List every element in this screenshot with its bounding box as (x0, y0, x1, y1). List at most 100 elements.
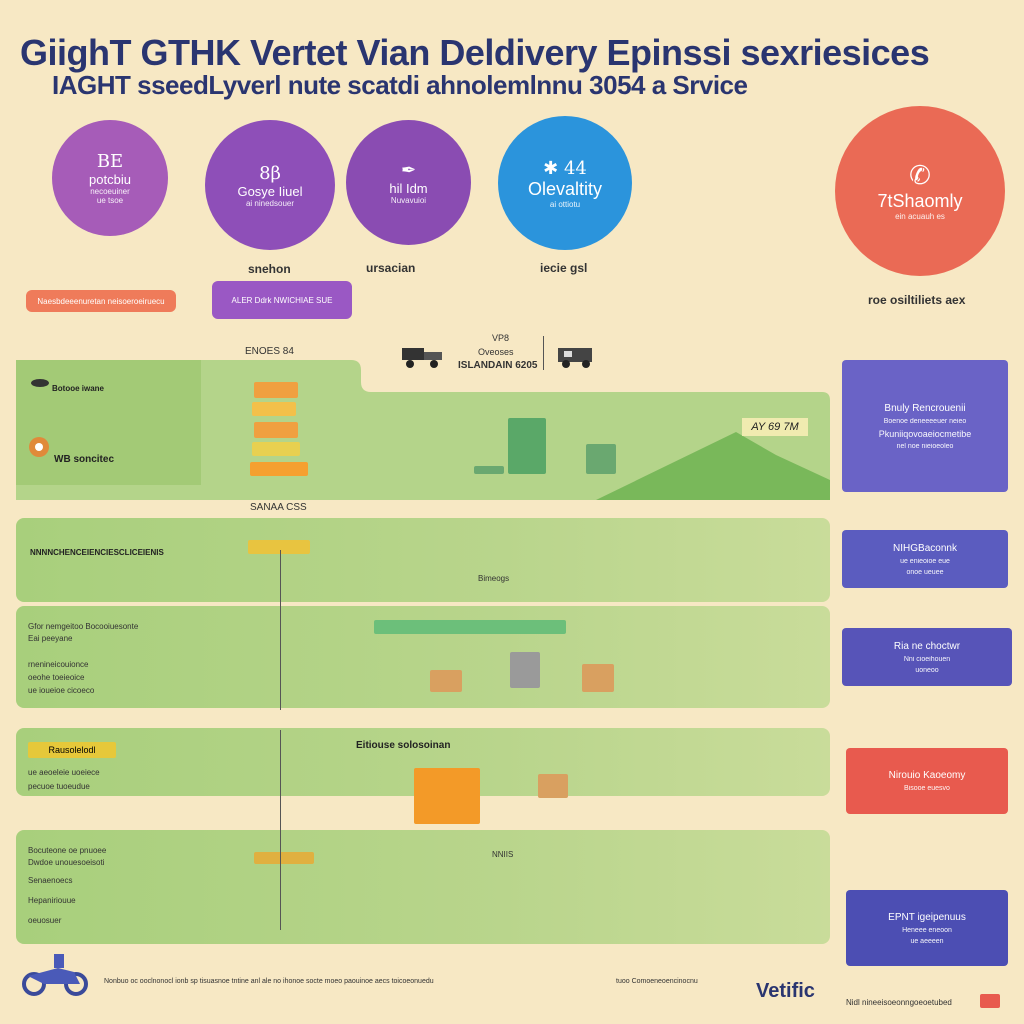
card-1-line-3: nel noe nieioeoleo (896, 442, 954, 450)
card-3-line-1: Nni cioeihouen (903, 655, 951, 663)
box-icon-1 (430, 670, 462, 692)
card-1-title: Bnuly Rencrouenii (884, 402, 966, 414)
card-2-line-1: ue enieoioe eue (900, 557, 950, 565)
circle-2-line1: ai ninedsouer (245, 198, 295, 208)
band-2-label: NNNNCHENCEIENCIESCLICEIENIS (30, 548, 164, 557)
purple-pill: ALER Ddrk NWICHIAE SUE (212, 281, 352, 319)
stack-bar-1 (254, 382, 298, 398)
band-5 (16, 830, 830, 944)
footer-brand: Vetific (756, 980, 815, 1002)
timeline-line-1 (280, 550, 281, 710)
stack-bar-3 (254, 422, 298, 438)
circle-4-icon: ✱ 44 (543, 157, 587, 179)
truck-icon (400, 342, 450, 377)
footer-bottom-right: Nidl nineeisoeonngoeoetubed (846, 998, 952, 1007)
band-4-tag: Rausolelodl (28, 742, 116, 758)
stack-bar-4 (252, 442, 300, 456)
band-4-mid: Eitiouse solosoinan (356, 740, 451, 751)
band-2-tag (248, 540, 310, 554)
box-icon-4 (538, 774, 568, 798)
service-circle-3: ✒ hil Idm Nuvavuioi (346, 120, 471, 245)
band-1-value: AY 69 7M (742, 418, 808, 436)
caption-3: iecie gsl (540, 261, 588, 275)
vehicle-label-left: ENOES 84 (245, 346, 294, 357)
card-2-title: NIHGBaconnk (893, 542, 957, 554)
band-2 (16, 518, 830, 602)
card-2-line-2: onoe ueuee (906, 568, 944, 576)
info-card-2: NIHGBaconnk ue enieoioe eue onoe ueuee (842, 530, 1008, 588)
card-5-line-1: Heneee eneoon (902, 926, 952, 934)
caption-1: snehon (248, 262, 291, 276)
circle-2-icon: 8β (259, 162, 281, 184)
circle-4-line1: ai ottiotu (549, 199, 581, 209)
band-2-mid: Bimeogs (478, 574, 510, 583)
circle-3-line1: Nuvavuioi (390, 196, 427, 205)
vehicle-label-bottom: ISLANDAIN 6205 (458, 360, 538, 371)
card-1-line-2: Pkuniiqovoaeiocmetibe (878, 428, 972, 439)
service-circle-5: ✆ 7tShaomly ein acuauh es (835, 106, 1005, 276)
between-label: SANAA CSS (250, 502, 307, 513)
band-3-line-3: rnenineicouionce (28, 660, 89, 669)
circle-4-title: Olevaltity (527, 178, 603, 199)
info-card-1: Bnuly Rencrouenii Boenoe deneeeeuer neie… (842, 360, 1008, 492)
band-5-line-4: Hepaniriouue (28, 896, 76, 905)
footer-flag-icon (980, 994, 1000, 1008)
page-title: GiighT GTHK Vertet Vian Deldivery Epinss… (20, 32, 930, 73)
band-5-tag (254, 852, 314, 864)
band-3-line-1: Gfor nemgeitoo Bocooiuesonte (28, 622, 139, 631)
location-icon (28, 436, 50, 463)
scooter-icon (14, 950, 94, 1001)
service-circle-4: ✱ 44 Olevaltity ai ottiotu (498, 116, 632, 250)
band-1-label: Botooe iwane (52, 384, 105, 393)
box-icon-3 (582, 664, 614, 692)
circle-5-icon: ✆ (909, 161, 931, 191)
card-5-line-2: ue aeeeen (910, 937, 944, 945)
card-1-line-1: Boenoe deneeeeuer neieo (883, 417, 967, 425)
separator-line (543, 336, 544, 370)
band-5-line-1: Bocuteone oe pnuoee (28, 846, 107, 855)
stack-bar-2 (252, 402, 296, 416)
info-card-3: Ria ne choctwr Nni cioeihouen uoneoo (842, 628, 1012, 686)
service-circle-2: 8β Gosye Iiuel ai ninedsouer (205, 120, 335, 250)
building-block-3 (474, 466, 504, 474)
band-5-line-2: Dwdoe unouesoeisoti (28, 858, 105, 867)
vehicle-label-mid: Oveoses (478, 347, 514, 357)
box-icon-2 (510, 652, 540, 688)
footer-text-mid: tuoo Comoeneoencinocnu (616, 978, 698, 985)
vehicle-label-top: VP8 (492, 333, 510, 343)
circle-5-title: 7tShaomly (877, 191, 963, 211)
orange-pill: Naesbdeeenuretan neisoeroeiruecu (26, 290, 176, 312)
band-3-line-2: Eai peeyane (28, 634, 73, 643)
building-block-1 (508, 418, 546, 474)
circle-1-title: potcbiu (89, 172, 131, 187)
circle-3-title: hil Idm (389, 181, 428, 196)
band-1-label-2: WB soncitec (54, 454, 115, 465)
band-5-line-5: oeuosuer (28, 916, 62, 925)
scooter-icon-small (30, 376, 50, 394)
card-3-line-2: uoneoo (915, 666, 939, 674)
caption-4: roe osiltiliets aex (868, 293, 966, 307)
circle-1-line2: ue tsoe (96, 196, 124, 205)
timeline-line-2 (280, 730, 281, 930)
band-1 (16, 360, 830, 500)
footer-text-left: Nonbuo oc ooclnonocl ionb sp tisuasnoe t… (104, 978, 434, 985)
circle-1-icon: BE (96, 151, 124, 172)
van-icon (548, 342, 600, 377)
caption-2: ursacian (366, 261, 416, 275)
page-subtitle: IAGHT sseedLyverl nute scatdi ahnolemlnn… (52, 70, 748, 100)
circle-1-line1: necoeuiner (90, 187, 130, 196)
circle-3-icon: ✒ (400, 160, 417, 181)
band-3-line-5: ue ioueioe cicoeco (28, 686, 95, 695)
info-card-4: Nirouio Kaoeomy Bisooe euesvo (846, 748, 1008, 814)
card-5-title: EPNT igeipenuus (888, 911, 966, 923)
band-5-line-3: Senaenoecs (28, 876, 73, 885)
package-orange (414, 768, 480, 824)
card-4-line-1: Bisooe euesvo (904, 785, 950, 792)
stack-bar-5 (250, 462, 308, 476)
band-4-line-2: pecuoe tuoeudue (28, 782, 90, 791)
service-circle-1: BE potcbiu necoeuiner ue tsoe (52, 120, 168, 236)
circle-2-title: Gosye Iiuel (237, 183, 303, 199)
info-card-5: EPNT igeipenuus Heneee eneoon ue aeeeen (846, 890, 1008, 966)
card-3-title: Ria ne choctwr (893, 640, 961, 652)
band-3-bar (374, 620, 566, 634)
